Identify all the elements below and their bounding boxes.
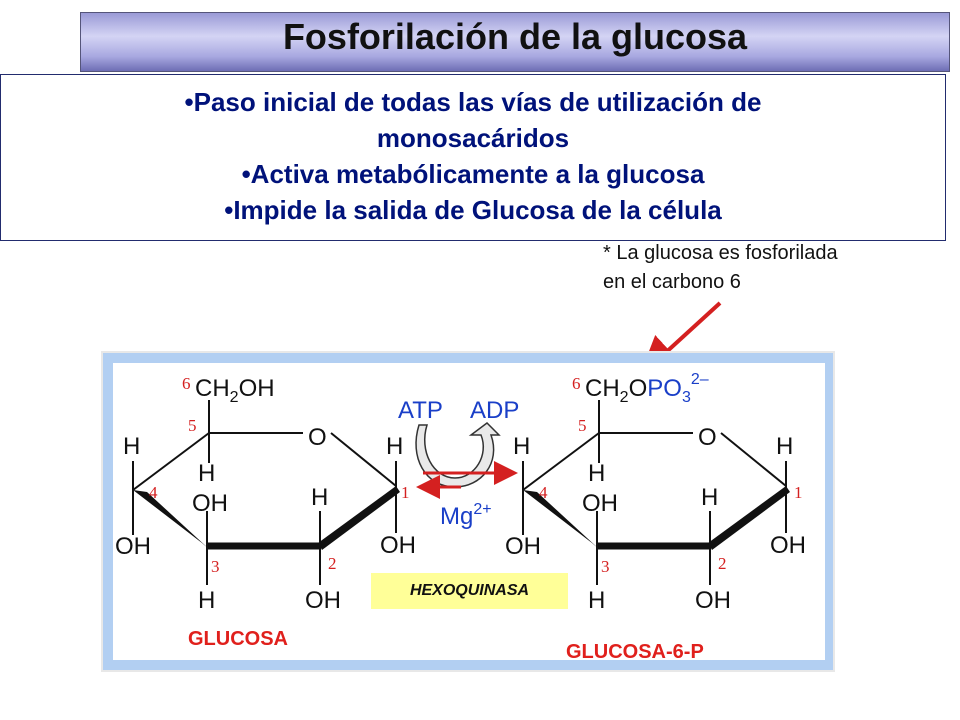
- glucose-c4-h: H: [123, 433, 140, 460]
- g6p-c4-h: H: [513, 433, 530, 460]
- reaction-diagram: CH2OH O H OH H OH H H OH H OH 6 5 4 3 2 …: [115, 371, 806, 614]
- g6p-ring-oxygen: O: [698, 424, 717, 451]
- g6p-carbon-5: 5: [578, 416, 587, 435]
- g6p-structure: CH2OPO32– O H OH H OH H H OH H OH 6 5 4 …: [505, 371, 806, 614]
- glucose-c1-h: H: [386, 433, 403, 460]
- glucose-c4-oh: OH: [115, 533, 151, 560]
- g6p-c1-h: H: [776, 433, 793, 460]
- glucose-carbon-5: 5: [188, 416, 197, 435]
- phosphorylation-note: * La glucosa es fosforilada en el carbon…: [603, 239, 838, 297]
- glucose-carbon-1: 1: [401, 483, 410, 502]
- g6p-c3-oh: OH: [582, 490, 618, 517]
- glucose-c6-group: CH2OH: [195, 375, 275, 406]
- glucose-c3-oh: OH: [192, 490, 228, 517]
- glucose-c3-h: H: [198, 587, 215, 614]
- mg-label: Mg2+: [440, 501, 492, 530]
- note-line-1: * La glucosa es fosforilada: [603, 242, 838, 264]
- g6p-carbon-2: 2: [718, 554, 727, 573]
- g6p-carbon-6: 6: [572, 374, 581, 393]
- reaction-panel: CH2OH O H OH H OH H H OH H OH 6 5 4 3 2 …: [101, 351, 835, 672]
- glucose-carbon-3: 3: [211, 557, 220, 576]
- title-bar: [80, 12, 950, 72]
- glucose-carbon-2: 2: [328, 554, 337, 573]
- glucose-ring-oxygen: O: [308, 424, 327, 451]
- glucose-structure: CH2OH O H OH H OH H H OH H OH 6 5 4 3 2 …: [115, 374, 416, 614]
- g6p-carbon-1: 1: [794, 483, 803, 502]
- g6p-c2-oh: OH: [695, 587, 731, 614]
- glucose-carbon-6: 6: [182, 374, 191, 393]
- bullets-box: [0, 74, 946, 241]
- enzyme-label: HEXOQUINASA: [371, 573, 568, 609]
- bullet-1-cont: monosacáridos: [376, 123, 570, 153]
- glucose-c2-oh: OH: [305, 587, 341, 614]
- g6p-c4-oh: OH: [505, 533, 541, 560]
- g6p-carbon-3: 3: [601, 557, 610, 576]
- bullet-2: •Activa metabólicamente a la glucosa: [241, 159, 705, 189]
- glucose-carbon-4: 4: [149, 483, 158, 502]
- note-line-2: en el carbono 6: [603, 271, 741, 293]
- glucose-name-label: GLUCOSA: [188, 628, 288, 650]
- adp-label: ADP: [470, 397, 519, 424]
- g6p-c6-group: CH2OPO32–: [585, 371, 709, 406]
- g6p-c2-h: H: [701, 484, 718, 511]
- g6p-c5-h: H: [588, 460, 605, 487]
- bullet-3: •Impide la salida de Glucosa de la célul…: [224, 195, 722, 225]
- g6p-carbon-4: 4: [539, 483, 548, 502]
- reaction-center: ATP ADP Mg2+: [398, 397, 519, 530]
- bullet-list: •Paso inicial de todas las vías de utili…: [0, 84, 946, 228]
- atp-adp-curved-arrow: [415, 422, 501, 488]
- atp-label: ATP: [398, 397, 443, 424]
- bullet-1: •Paso inicial de todas las vías de utili…: [184, 87, 762, 117]
- glucose-c5-h: H: [198, 460, 215, 487]
- glucose-c2-h: H: [311, 484, 328, 511]
- page-title: Fosforilación de la glucosa: [282, 16, 748, 57]
- reaction-panel-inner: [113, 363, 825, 660]
- g6p-c3-h: H: [588, 587, 605, 614]
- glucose-c1-oh: OH: [380, 532, 416, 559]
- g6p-name-label: GLUCOSA-6-P: [566, 641, 704, 663]
- g6p-c1-oh: OH: [770, 532, 806, 559]
